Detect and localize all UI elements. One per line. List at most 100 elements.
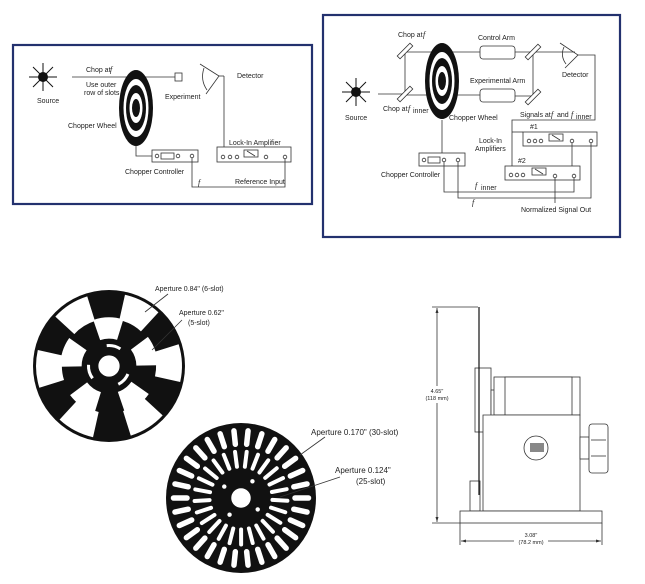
- outer-slot: [36, 350, 65, 388]
- outer-slot: [172, 481, 191, 490]
- f-inner-symbol: f: [475, 181, 479, 190]
- outer-slot: [287, 467, 306, 479]
- outer-slot: [176, 467, 195, 479]
- inner-slot: [267, 476, 286, 487]
- inner-slot: [233, 449, 239, 469]
- control-arm-label: Control Arm: [478, 35, 515, 42]
- inner-slot: [270, 497, 290, 503]
- inner-slot: [130, 336, 158, 366]
- amp-1-label: #1: [530, 124, 538, 131]
- inner-slot: [194, 505, 214, 515]
- inner-slot: [268, 505, 288, 515]
- inner-slot: [250, 452, 260, 471]
- hub-slot: [86, 364, 94, 380]
- experimental-arm-cell: [479, 88, 516, 103]
- outer-slot: [55, 296, 95, 335]
- aperture-25-slot-label-2: (25-slot): [356, 477, 386, 486]
- outer-slot: [287, 517, 306, 529]
- wheel-annotations: Aperture 0.84" (6-slot) Aperture 0.62" (…: [144, 286, 399, 498]
- hub-hole: [255, 507, 260, 512]
- outer-slot: [243, 428, 251, 448]
- outer-slot: [281, 526, 299, 541]
- reference-input-label: Reference Input: [235, 179, 285, 186]
- hub-slot: [106, 343, 122, 351]
- chopper-controller-label: Chopper Controller: [381, 172, 441, 179]
- outer-slot: [153, 344, 182, 382]
- chop-label: Chop at: [86, 67, 111, 74]
- outer-slot: [291, 481, 310, 490]
- inner-slot: [207, 519, 222, 534]
- height-inches: 4.65": [431, 389, 444, 395]
- inner-slot: [269, 487, 289, 495]
- aperture-5-slot-label-2: (5-slot): [188, 320, 210, 327]
- outer-slot: [183, 455, 201, 470]
- outer-slot: [193, 535, 208, 551]
- f-symbol: f: [472, 198, 476, 207]
- inner-slot: [260, 518, 275, 534]
- chopper-blade-30-25-slot: [166, 423, 316, 573]
- normalized-signal-label: Normalized Signal Out: [521, 207, 591, 214]
- inner-slot: [199, 512, 217, 526]
- inner-slot: [70, 382, 101, 413]
- outer-slot: [231, 548, 239, 568]
- outer-slot: [204, 542, 217, 560]
- panel-frame: [11, 43, 314, 206]
- f-symbol: f: [551, 110, 555, 119]
- f-symbol: f: [110, 65, 114, 74]
- light-source-icon: [341, 77, 371, 107]
- inner-subscript: inner: [481, 185, 497, 192]
- lock-in-label: Lock-In: [479, 138, 502, 145]
- outer-slot: [243, 548, 251, 568]
- experiment-icon: [174, 72, 183, 82]
- housing: [482, 414, 581, 512]
- outer-slot: [217, 431, 228, 450]
- inner-slot: [117, 381, 149, 413]
- inner-slot: [216, 523, 228, 541]
- outer-slot: [291, 506, 310, 515]
- aperture-5-slot-label: Aperture 0.62": [179, 310, 224, 317]
- f-symbol: f: [408, 104, 412, 113]
- and-label: and: [557, 112, 569, 119]
- chopper-wheel-icon: [119, 70, 153, 146]
- use-outer-label-2: row of slots: [84, 90, 120, 97]
- source-label: Source: [37, 98, 59, 105]
- outer-slot: [254, 546, 265, 565]
- inner-slot: [211, 458, 225, 475]
- outer-slot: [265, 436, 278, 454]
- outer-slot: [217, 546, 228, 565]
- inner-subscript: inner: [413, 108, 429, 115]
- outer-slot: [204, 436, 217, 454]
- outer-slot: [274, 445, 289, 461]
- inner-slot: [257, 458, 271, 475]
- detector-label: Detector: [237, 73, 264, 80]
- amp-2-label: #2: [518, 158, 526, 165]
- outer-slot: [119, 294, 159, 332]
- hub-slot: [117, 373, 130, 386]
- width-mm: (78.2 mm): [518, 540, 543, 546]
- inner-slot: [193, 487, 213, 495]
- inner-slot: [254, 523, 266, 541]
- inner-slot: [227, 526, 236, 546]
- inner-slot: [192, 498, 212, 504]
- outer-slot: [274, 535, 289, 551]
- inner-slot: [246, 526, 255, 546]
- width-inches: 3.08": [525, 533, 538, 539]
- lock-in-label: Lock-In Amplifier: [229, 140, 281, 147]
- chopper-wheel-label: Chopper Wheel: [68, 123, 117, 130]
- inner-subscript: inner: [576, 114, 592, 121]
- outer-slot: [176, 517, 195, 529]
- outer-slot: [193, 445, 208, 461]
- f-symbol: f: [571, 110, 575, 119]
- height-mm: (118 mm): [425, 396, 448, 402]
- inner-slot: [93, 317, 124, 341]
- source-label: Source: [345, 115, 367, 122]
- f-symbol: f: [423, 30, 427, 39]
- outer-slot: [172, 506, 191, 515]
- adjustment-knob[interactable]: [588, 423, 609, 474]
- base-plate: [459, 510, 603, 524]
- experiment-label: Experiment: [165, 94, 200, 101]
- side-view-drawing: 4.65" (118 mm) 3.08" (78.2 mm): [420, 306, 609, 547]
- hub-hole: [222, 484, 227, 489]
- experimental-arm-label: Experimental Arm: [470, 78, 525, 85]
